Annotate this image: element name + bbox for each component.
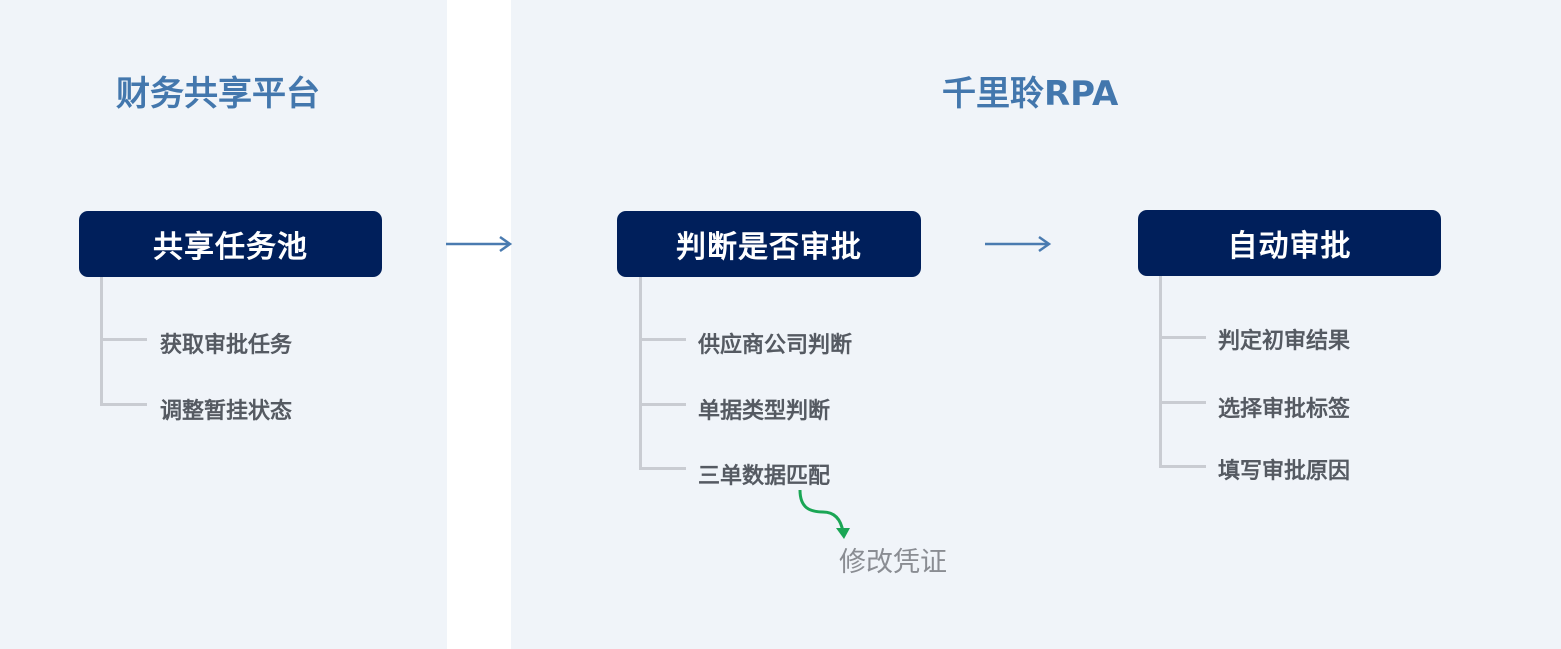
list-item: 选择审批标签 bbox=[1218, 397, 1351, 422]
list-item: 获取审批任务 bbox=[160, 333, 293, 358]
node-judge-approval: 判断是否审批 bbox=[617, 211, 921, 277]
node-task-pool: 共享任务池 bbox=[79, 211, 382, 277]
tree-line bbox=[1159, 276, 1162, 468]
list-item: 判定初审结果 bbox=[1218, 329, 1351, 354]
list-item: 填写审批原因 bbox=[1218, 459, 1351, 484]
list-item: 单据类型判断 bbox=[698, 399, 831, 424]
arrow-right-icon bbox=[985, 235, 1052, 253]
rpa-panel bbox=[511, 0, 1561, 649]
tree-branch bbox=[100, 403, 147, 406]
list-item: 调整暂挂状态 bbox=[160, 399, 293, 424]
tree-branch bbox=[639, 338, 686, 341]
tree-branch bbox=[100, 338, 147, 341]
arrow-right-icon bbox=[446, 235, 513, 253]
tree-branch bbox=[1159, 465, 1206, 468]
tree-branch bbox=[639, 403, 686, 406]
right-section-title: 千里聆RPA bbox=[942, 74, 1119, 114]
branch-label: 修改凭证 bbox=[839, 547, 947, 578]
node-auto-approval: 自动审批 bbox=[1138, 210, 1441, 276]
financial-sharing-panel bbox=[0, 0, 447, 649]
list-item: 供应商公司判断 bbox=[698, 333, 853, 358]
curved-arrow-icon bbox=[798, 489, 850, 539]
left-section-title: 财务共享平台 bbox=[116, 74, 320, 114]
tree-branch bbox=[1159, 336, 1206, 339]
tree-branch bbox=[639, 467, 686, 470]
list-item: 三单数据匹配 bbox=[698, 464, 831, 489]
tree-branch bbox=[1159, 401, 1206, 404]
tree-line bbox=[100, 277, 103, 405]
tree-line bbox=[639, 277, 642, 470]
